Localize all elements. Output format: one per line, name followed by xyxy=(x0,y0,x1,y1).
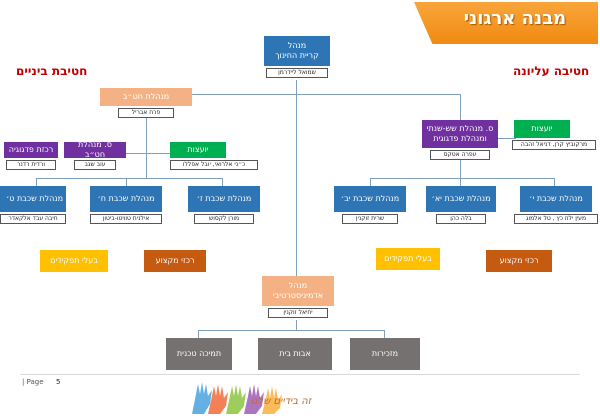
connector xyxy=(496,138,516,139)
grade-9-title: מנהלת שכבת ט׳ xyxy=(5,194,63,203)
connector xyxy=(296,320,297,330)
grade-10-name: מעין ילוז כץ , טל אלמוג xyxy=(514,214,598,224)
middle-subject-coords-box[interactable]: רכזי מקצוע xyxy=(144,250,206,272)
middle-role-holders-box[interactable]: בעלי תפקידים xyxy=(40,250,108,272)
hands-logo xyxy=(186,376,286,416)
footer-divider xyxy=(20,374,580,375)
admin-director-box[interactable]: מנהל אדמיניסטרטיבי xyxy=(262,276,334,306)
grade-9-name: חיבה עבד אלקאדר xyxy=(0,214,66,224)
section-label-upper: חטיבה עליונה xyxy=(513,64,590,78)
connector xyxy=(146,94,460,95)
connector xyxy=(198,330,384,331)
section-label-middle: חטיבת ביניים xyxy=(16,64,88,78)
grade-box-7[interactable]: מנהלת שכבת ז׳ xyxy=(188,186,260,212)
footer-page-label: | Page xyxy=(22,378,44,386)
grade-12-name: שרית זוקנין xyxy=(342,214,398,224)
grade-7-title: מנהלת שכבת ז׳ xyxy=(196,194,252,203)
middle-advisors-title: יועצות xyxy=(187,145,209,154)
grade-11-title: מנהלת שכבת יא׳ xyxy=(431,194,491,203)
connector xyxy=(126,178,127,186)
admin-unit-secretariat-label: מזכירות xyxy=(371,349,399,358)
connector xyxy=(370,178,554,179)
connector xyxy=(146,116,147,178)
connector xyxy=(460,160,461,178)
admin-unit-secretariat[interactable]: מזכירות xyxy=(350,338,420,370)
top-director-name: שמואל ליידרמן xyxy=(266,68,328,78)
middle-role-holders-label: בעלי תפקידים xyxy=(50,256,98,265)
admin-unit-caretakers-label: אבות בית xyxy=(279,349,311,358)
connector xyxy=(198,330,199,338)
connector xyxy=(110,153,170,154)
connector xyxy=(384,330,385,338)
title-banner xyxy=(414,2,598,44)
grade-box-9[interactable]: מנהלת שכבת ט׳ xyxy=(0,186,66,212)
connector xyxy=(460,94,461,122)
grade-11-name: בלה כהן xyxy=(436,214,486,224)
upper-role-holders-label: בעלי תפקידים xyxy=(384,254,432,263)
footer-logo-text: זה בידיים שלנו xyxy=(250,396,312,407)
middle-pedagogy-box[interactable]: רכזת פדגוגיה xyxy=(4,142,58,158)
middle-deputy-box[interactable]: ס. מנהלת חט״ב xyxy=(64,140,126,159)
grade-box-12[interactable]: מנהלת שכבת יב׳ xyxy=(334,186,406,212)
connector xyxy=(222,178,223,186)
upper-principal-box[interactable]: ס. מנהלת שש-שנתי ומנהלת פדגוגית xyxy=(422,120,498,148)
admin-unit-caretakers[interactable]: אבות בית xyxy=(258,338,332,370)
grade-box-10[interactable]: מנהלת שכבת י׳ xyxy=(520,186,592,212)
connector xyxy=(370,178,371,186)
connector xyxy=(36,178,37,186)
grade-7-name: מורן לקסוש xyxy=(194,214,254,224)
middle-pedagogy-name: ורדית רדנר xyxy=(6,160,56,170)
grade-12-title: מנהלת שכבת יב׳ xyxy=(340,194,400,203)
middle-deputy-title: ס. מנהלת חט״ב xyxy=(78,140,112,159)
grade-box-11[interactable]: מנהלת שכבת יא׳ xyxy=(426,186,496,212)
middle-deputy-name: עוב שגב xyxy=(74,160,116,170)
upper-principal-name: עפרה אטקס xyxy=(430,150,490,160)
top-director-box[interactable]: מנהל קריית החינוך xyxy=(264,36,330,66)
admin-director-title: מנהל אדמיניסטרטיבי xyxy=(272,281,324,300)
footer-page-number: 5 xyxy=(56,378,61,386)
upper-role-holders-box[interactable]: בעלי תפקידים xyxy=(376,248,440,270)
upper-advisors-title: יועצות xyxy=(531,124,553,133)
upper-advisors-name: מרקוביץ קרן, דניאל זהבה xyxy=(512,140,596,150)
upper-subject-coords-box[interactable]: רכזי מקצוע xyxy=(486,250,552,272)
banner-title: מבנה ארגוני xyxy=(463,8,567,29)
middle-advisors-name: כ״ני אלרואי, יובל אפללו xyxy=(170,160,258,170)
grade-8-title: מנהלת שכבת ח׳ xyxy=(97,194,155,203)
connector xyxy=(460,178,461,186)
middle-principal-title: מנהלת חט״ב xyxy=(122,92,170,101)
upper-principal-title: ס. מנהלת שש-שנתי ומנהלת פדגוגית xyxy=(426,124,494,143)
middle-pedagogy-title: רכזת פדגוגיה xyxy=(8,145,54,154)
admin-unit-tech-support[interactable]: תמיכה טכנית xyxy=(166,338,232,370)
upper-advisors-box[interactable]: יועצות xyxy=(514,120,570,138)
connector xyxy=(36,178,222,179)
upper-subject-coords-label: רכזי מקצוע xyxy=(499,256,539,265)
grade-8-name: אילנית טוויטו-ביטון xyxy=(90,214,162,224)
admin-director-name: יחיאל זוקנין xyxy=(268,308,328,318)
middle-advisors-box[interactable]: יועצות xyxy=(170,142,226,158)
middle-principal-name: פרח אבריל xyxy=(118,108,174,118)
middle-principal-box[interactable]: מנהלת חט״ב xyxy=(100,88,192,106)
connector xyxy=(296,80,297,280)
grade-box-8[interactable]: מנהלת שכבת ח׳ xyxy=(90,186,162,212)
middle-subject-coords-label: רכזי מקצוע xyxy=(155,256,195,265)
connector xyxy=(554,178,555,186)
admin-unit-tech-support-label: תמיכה טכנית xyxy=(176,349,222,358)
top-director-title: מנהל קריית החינוך xyxy=(275,41,319,60)
grade-10-title: מנהלת שכבת י׳ xyxy=(529,194,583,203)
